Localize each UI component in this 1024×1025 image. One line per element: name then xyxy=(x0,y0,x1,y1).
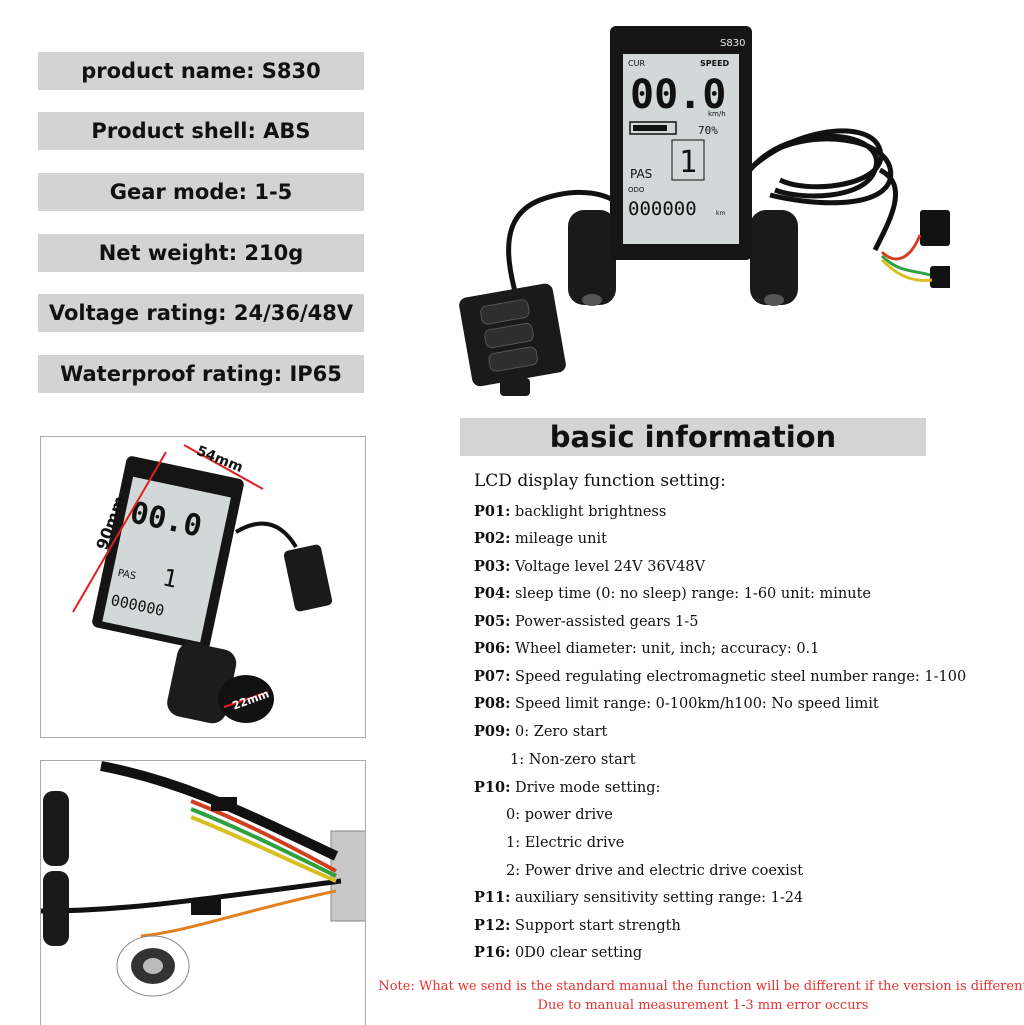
basic-info-title: basic information xyxy=(460,418,926,456)
display-speed-unit: km/h xyxy=(708,110,726,118)
function-setting-row: P03: Voltage level 24V 36V48V xyxy=(474,558,705,575)
note-line-1: Note: What we send is the standard manua… xyxy=(378,979,1024,994)
display-speed-value: 00.0 xyxy=(630,72,726,118)
setting-code: P02: xyxy=(474,530,511,547)
spec-waterproof-rating: Waterproof rating: IP65 xyxy=(38,355,364,393)
dim-remote xyxy=(283,544,333,612)
spec-gear-mode: Gear mode: 1-5 xyxy=(38,173,364,211)
spec-product-shell-text: Product shell: ABS xyxy=(91,119,311,143)
remote-down-button xyxy=(488,346,538,372)
wiring-photo xyxy=(41,761,365,997)
setting-description: 2: Power drive and electric drive coexis… xyxy=(506,863,804,879)
setting-code: P12: xyxy=(474,917,511,934)
function-setting-row: P01: backlight brightness xyxy=(474,503,666,520)
setting-description: Wheel diameter: unit, inch; accuracy: 0.… xyxy=(510,641,820,657)
connector-plug-3 xyxy=(211,797,237,811)
function-setting-row: P05: Power-assisted gears 1-5 xyxy=(474,613,699,630)
dimension-photo: 00.0 PAS 1 000000 22mm 54mm 90mm xyxy=(72,443,333,724)
function-setting-row: 0: power drive xyxy=(506,806,613,823)
setting-code: P10: xyxy=(474,779,511,796)
dim-width-line xyxy=(183,444,264,490)
connector-plug-2 xyxy=(930,266,950,288)
spec-product-name-text: product name: S830 xyxy=(81,59,321,83)
setting-description: backlight brightness xyxy=(510,504,667,520)
function-setting-row: P12: Support start strength xyxy=(474,917,681,934)
mount-left xyxy=(568,210,616,305)
setting-description: 0: power drive xyxy=(506,807,613,823)
function-setting-row: P02: mileage unit xyxy=(474,530,607,547)
setting-description: Support start strength xyxy=(510,918,681,934)
spec-voltage-rating: Voltage rating: 24/36/48V xyxy=(38,294,364,332)
connector-plug xyxy=(920,210,950,246)
setting-code: P08: xyxy=(474,695,511,712)
note-line-2: Due to manual measurement 1-3 mm error o… xyxy=(537,998,869,1013)
display-odo-label: ODO xyxy=(628,186,645,194)
display-pas-value: 1 xyxy=(679,145,697,180)
function-setting-row: P07: Speed regulating electromagnetic st… xyxy=(474,668,966,685)
dim-height-line xyxy=(72,451,167,613)
battery-icon xyxy=(629,121,677,135)
display-cur-label: CUR xyxy=(628,59,645,68)
function-setting-row: P10: Drive mode setting: xyxy=(474,779,660,796)
display-pas-label: PAS xyxy=(630,167,652,181)
dim-display-pas-value: 1 xyxy=(160,563,180,593)
lcd-function-title: LCD display function setting: xyxy=(474,471,726,491)
function-setting-row: 1: Electric drive xyxy=(506,834,624,851)
spec-waterproof-rating-text: Waterproof rating: IP65 xyxy=(60,362,342,386)
setting-code: P01: xyxy=(474,503,511,520)
display-battery-percent: 70% xyxy=(698,124,718,137)
setting-description: Power-assisted gears 1-5 xyxy=(510,614,699,630)
setting-description: Voltage level 24V 36V48V xyxy=(510,559,706,575)
remote-up-button xyxy=(480,299,530,325)
spec-net-weight-text: Net weight: 210g xyxy=(98,241,304,265)
setting-code: P07: xyxy=(474,668,511,685)
setting-description: 0: Zero start xyxy=(510,724,608,740)
basic-info-title-text: basic information xyxy=(549,420,837,454)
dim-display-pas-label: PAS xyxy=(117,568,137,583)
setting-description: 0D0 clear setting xyxy=(510,945,643,961)
dimension-photo-frame: 00.0 PAS 1 000000 22mm 54mm 90mm xyxy=(40,436,366,738)
spec-gear-mode-text: Gear mode: 1-5 xyxy=(109,180,293,204)
setting-description: Drive mode setting: xyxy=(510,780,661,796)
setting-code: P11: xyxy=(474,889,511,906)
setting-description: Speed regulating electromagnetic steel n… xyxy=(510,669,967,685)
display-model-label: S830 xyxy=(720,38,745,49)
setting-description: 1: Electric drive xyxy=(506,835,625,851)
spec-product-name: product name: S830 xyxy=(38,52,364,90)
function-setting-row: P09: 0: Zero start xyxy=(474,723,607,740)
function-setting-row: P08: Speed limit range: 0-100km/h100: No… xyxy=(474,695,879,712)
setting-code: P03: xyxy=(474,558,511,575)
remote-mode-button xyxy=(484,322,534,349)
function-setting-row: P16: 0D0 clear setting xyxy=(474,944,642,961)
display-speed-label: SPEED xyxy=(700,59,730,68)
display-odo-value: 000000 xyxy=(628,198,697,220)
function-setting-row: 1: Non-zero start xyxy=(510,751,636,768)
spec-product-shell: Product shell: ABS xyxy=(38,112,364,150)
wiring-photo-frame xyxy=(40,760,366,1025)
setting-code: P09: xyxy=(474,723,511,740)
setting-description: mileage unit xyxy=(510,531,607,547)
display-odo-unit: km xyxy=(716,210,725,217)
setting-description: 1: Non-zero start xyxy=(510,752,636,768)
product-photo: S830 CUR SPEED 00.0 km/h 70% PAS 1 ODO 0… xyxy=(459,26,950,396)
function-setting-row: P06: Wheel diameter: unit, inch; accurac… xyxy=(474,640,819,657)
setting-code: P04: xyxy=(474,585,511,602)
controller-box xyxy=(330,830,365,922)
setting-description: sleep time (0: no sleep) range: 1-60 uni… xyxy=(510,586,871,602)
spec-net-weight: Net weight: 210g xyxy=(38,234,364,272)
setting-code: P05: xyxy=(474,613,511,630)
setting-description: Speed limit range: 0-100km/h100: No spee… xyxy=(510,696,879,712)
setting-description: auxiliary sensitivity setting range: 1-2… xyxy=(510,890,804,906)
setting-code: P16: xyxy=(474,944,511,961)
function-setting-row: P11: auxiliary sensitivity setting range… xyxy=(474,889,803,906)
function-setting-row: P04: sleep time (0: no sleep) range: 1-6… xyxy=(474,585,871,602)
display-screen xyxy=(623,54,739,244)
dim-display-screen xyxy=(102,476,231,643)
mount-right xyxy=(750,210,798,305)
spec-voltage-rating-text: Voltage rating: 24/36/48V xyxy=(48,301,354,325)
setting-code: P06: xyxy=(474,640,511,657)
function-setting-row: 2: Power drive and electric drive coexis… xyxy=(506,862,803,879)
